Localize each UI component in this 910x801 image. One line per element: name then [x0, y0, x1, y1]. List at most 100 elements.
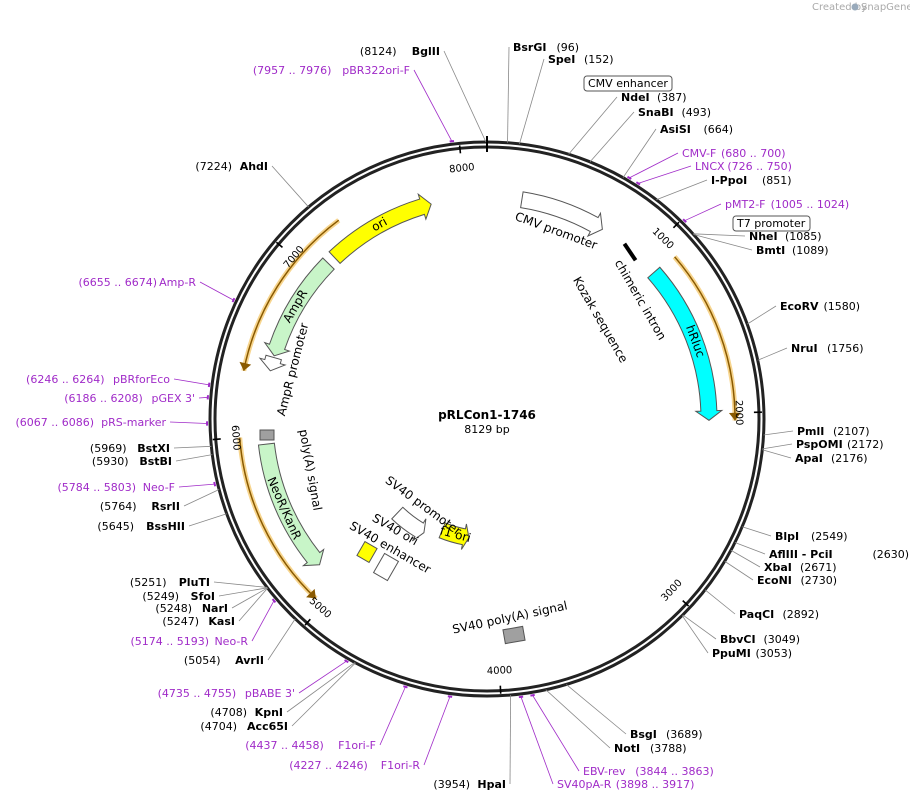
site-ebv-rev: EBV-rev(3844 .. 3863) [583, 765, 714, 778]
polya-box [259, 429, 275, 441]
site-name: NdeI [621, 91, 650, 104]
site-lncx: LNCX(726 .. 750) [695, 160, 792, 173]
site-position: (2630) [873, 548, 910, 561]
site-name: BstBI [139, 455, 172, 468]
site-position: (664) [704, 123, 734, 136]
site-leader-line [763, 430, 794, 436]
site-name: BmtI [756, 244, 785, 257]
site-position: (2172) [847, 438, 884, 451]
site-name: BglII [412, 45, 440, 58]
site-ndei: NdeI (387) [621, 91, 687, 104]
site-position: (3689) [666, 728, 703, 741]
site-position: (1089) [792, 244, 829, 257]
site-leader-line [271, 165, 309, 208]
tick-label: 6000 [229, 425, 242, 451]
primer-name: pBRforEco [113, 373, 170, 386]
primer-name: F1ori-R [381, 759, 421, 772]
t7-promoter-box [732, 215, 811, 232]
site-ppumi: PpuMI(3053) [712, 647, 792, 660]
primer-position: (4735 .. 4755) [158, 687, 237, 700]
neor-kanr-label: NeoR/KanR [264, 475, 304, 542]
primer-name: F1ori-F [338, 739, 376, 752]
map-title: pRLCon1-1746 [438, 408, 536, 422]
site-leader-line [724, 560, 754, 581]
poly-a-signal-label: poly(A) signal [296, 428, 324, 511]
site-position: (5645) [97, 520, 134, 533]
site-bglii: BglII (8124) [360, 45, 440, 58]
site-name: LNCX [695, 160, 725, 173]
site-kasi: KasI(5247) [162, 615, 235, 628]
site-position: (1085) [785, 230, 822, 243]
tick-mark [458, 145, 462, 154]
site-position: (387) [657, 91, 687, 104]
site-noti: NotI(3788) [614, 742, 687, 755]
site-position: (5054) [184, 654, 221, 667]
site-name: PluTI [179, 576, 210, 589]
site-name: HpaI [477, 778, 506, 791]
site-leader-line [188, 513, 227, 527]
site-name: SnaBI [638, 106, 674, 119]
ori-feature [328, 192, 432, 265]
site-leader-line [734, 542, 766, 555]
primer-leader-line [520, 696, 554, 785]
tick-label: 2000 [733, 400, 745, 426]
site-leader-line [519, 58, 545, 145]
site-leader-line [762, 443, 793, 450]
site-name: ApaI [795, 452, 823, 465]
site-name: SV40pA-R [557, 778, 612, 791]
site-bsgi: BsgI(3689) [630, 728, 703, 741]
site-leader-line [589, 111, 635, 163]
site-position: (8124) [360, 45, 397, 58]
primer-leader-line [629, 152, 679, 179]
site-i-ppoi: I-PpoI(851) [711, 174, 792, 187]
primer-pbr322ori-f: pBR322ori-F(7957 .. 7976) [253, 64, 410, 77]
site-leader-line [693, 234, 753, 251]
primer-pgex-3: pGEX 3'(6186 .. 6208) [64, 392, 195, 405]
site-name: RsrII [151, 500, 180, 513]
site-name: BstXI [137, 442, 170, 455]
site-hpai: HpaI(3954) [433, 778, 506, 791]
tick-mark [275, 241, 283, 248]
primer-name: Amp-R [159, 276, 196, 289]
primer-position: (6655 .. 6674) [78, 276, 157, 289]
site-leader-line [267, 618, 296, 661]
site-name: EBV-rev [583, 765, 626, 778]
primer-marker [213, 481, 217, 487]
site-leader-line [682, 614, 717, 640]
site-name: SfoI [191, 590, 215, 603]
site-position: (5764) [100, 500, 137, 513]
primer-leader-line [169, 421, 208, 424]
site-nrui: NruI(1756) [791, 342, 864, 355]
site-leader-line [175, 454, 213, 462]
site-position: (5249) [142, 590, 179, 603]
site-leader-line [545, 689, 611, 749]
site-name: SpeI [548, 53, 575, 66]
created-by-text: Created by [812, 2, 867, 13]
primer-f1ori-f: F1ori-F(4437 .. 4458) [245, 739, 376, 752]
site-leader-line [692, 233, 746, 237]
site-position: (7224) [195, 160, 232, 173]
site-leader-line [286, 662, 356, 713]
primer-position: (7957 .. 7976) [253, 64, 332, 77]
site-snabi: SnaBI(493) [638, 106, 711, 119]
site-sv40pa-r: SV40pA-R(3898 .. 3917) [557, 778, 694, 791]
primer-leader-line [532, 695, 580, 772]
site-bsshii: BssHII(5645) [97, 520, 185, 533]
site-nari: NarI(5248) [155, 602, 228, 615]
site-name: EcoRV [780, 300, 819, 313]
site-name: PspOMI [796, 438, 843, 451]
primer-marker [344, 659, 349, 664]
primer-marker [403, 685, 408, 689]
site-leader-line [762, 449, 792, 459]
site-name: KasI [208, 615, 235, 628]
site-bstbi: BstBI(5930) [92, 455, 172, 468]
primer-leader-line [198, 396, 208, 399]
primer-name: Neo-R [214, 635, 248, 648]
site-leader-line [183, 489, 220, 507]
site-avrii: AvrII(5054) [184, 654, 264, 667]
site-leader-line [730, 549, 761, 568]
primer-name: pBABE 3' [245, 687, 295, 700]
primer-marker [518, 695, 524, 699]
site-position: (152) [584, 53, 614, 66]
